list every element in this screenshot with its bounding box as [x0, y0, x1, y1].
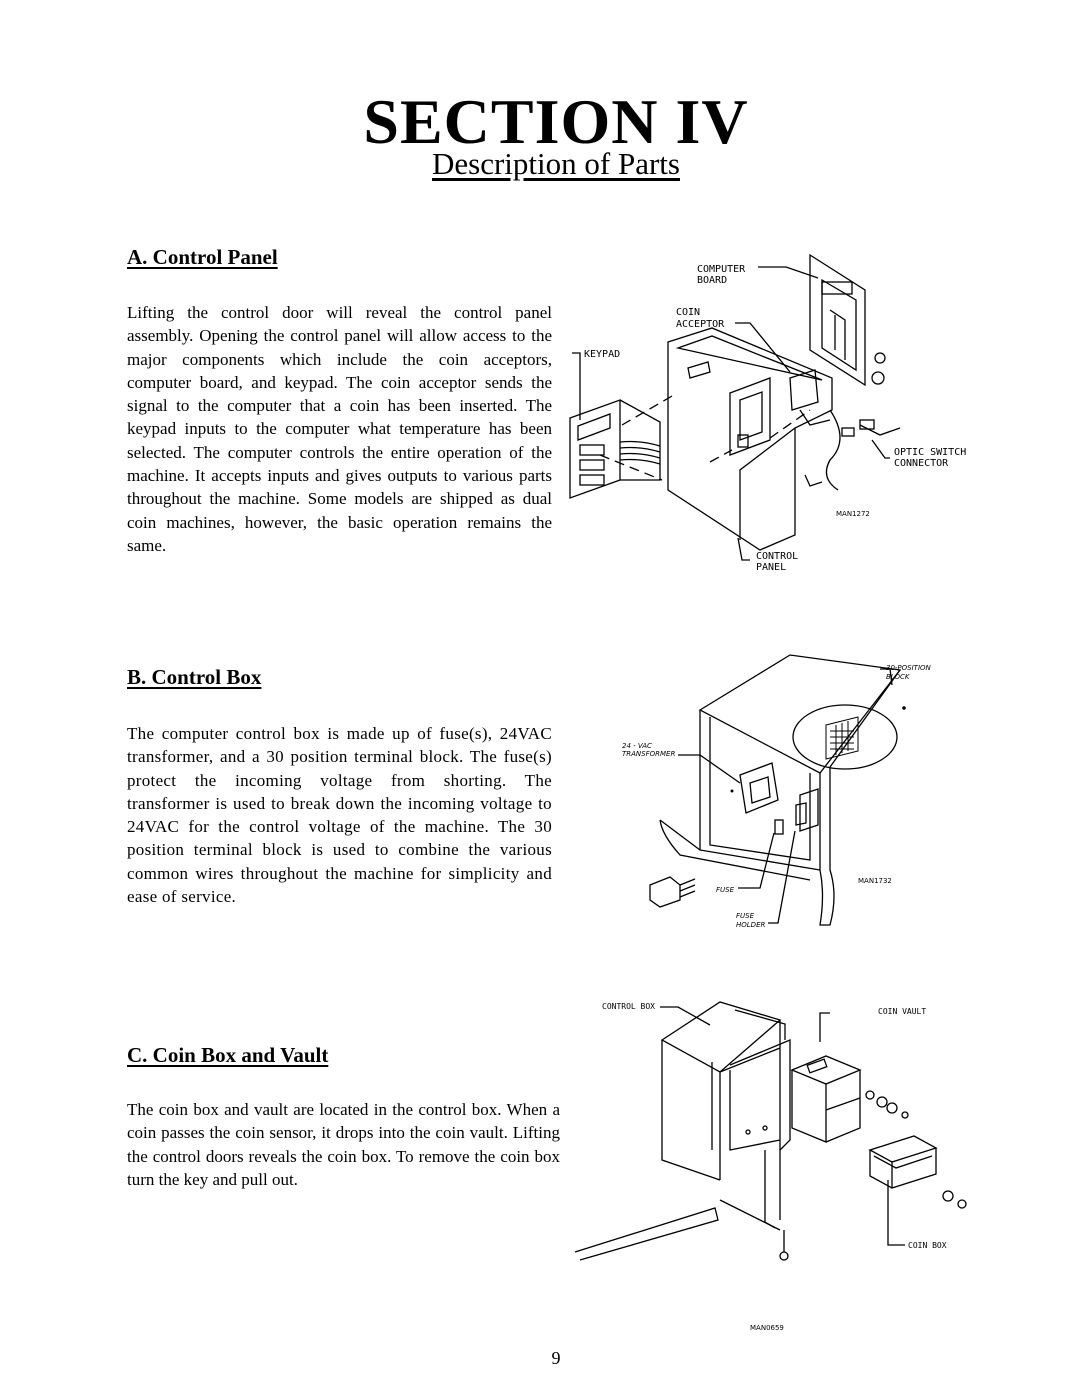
- page-number: 9: [551, 1348, 561, 1368]
- label-coin-box: COIN BOX: [908, 1241, 947, 1250]
- section-heading-control-box: B. Control Box: [127, 665, 262, 689]
- label-control-box: CONTROL BOX: [602, 1002, 655, 1011]
- section-body-control-box: The computer control box is made up of f…: [127, 724, 552, 907]
- label-transformer-2: TRANSFORMER: [622, 750, 675, 758]
- section-heading-control-panel: A. Control Panel: [127, 245, 278, 269]
- page-title: SECTION IV: [363, 86, 749, 157]
- label-coin-acceptor-2: ACCEPTOR: [676, 319, 725, 330]
- section-body-coin-box-vault: The coin box and vault are located in th…: [127, 1100, 560, 1189]
- coin-box-vault-diagram: CONTROL BOX COIN VAULT COIN BOX MAN0659: [574, 1001, 967, 1332]
- label-control-panel-2: PANEL: [756, 562, 786, 573]
- label-optic-switch-2: CONNECTOR: [894, 458, 949, 469]
- label-fuse: FUSE: [716, 886, 735, 894]
- figure-code-man1732: MAN1732: [858, 877, 892, 885]
- section-body-control-panel: Lifting the control door will reveal the…: [127, 303, 552, 555]
- label-optic-switch: OPTIC SWITCH: [894, 447, 966, 458]
- label-coin-vault: COIN VAULT: [878, 1007, 926, 1016]
- label-transformer: 24 - VAC: [622, 742, 652, 750]
- control-box-diagram: 30-POSITION BLOCK 24 - VAC TRANSFORMER F…: [622, 654, 932, 929]
- section-heading-coin-box-vault: C. Coin Box and Vault: [127, 1043, 329, 1067]
- label-computer-board-2: BOARD: [697, 275, 727, 286]
- label-30-position-block: 30-POSITION: [886, 664, 932, 672]
- label-keypad: KEYPAD: [584, 349, 620, 360]
- label-control-panel: CONTROL: [756, 551, 798, 562]
- label-fuse-holder-2: HOLDER: [736, 921, 765, 929]
- label-fuse-holder: FUSE: [736, 912, 755, 920]
- label-computer-board: COMPUTER: [697, 264, 746, 275]
- label-coin-acceptor: COIN: [676, 307, 700, 318]
- figure-code-man1272: MAN1272: [836, 510, 870, 518]
- page-subtitle: Description of Parts: [432, 146, 680, 181]
- label-30-position-block-2: BLOCK: [886, 673, 911, 681]
- control-panel-diagram: COMPUTER BOARD COIN ACCEPTOR KEYPAD OPTI…: [569, 253, 966, 573]
- figure-code-man0659: MAN0659: [750, 1324, 784, 1332]
